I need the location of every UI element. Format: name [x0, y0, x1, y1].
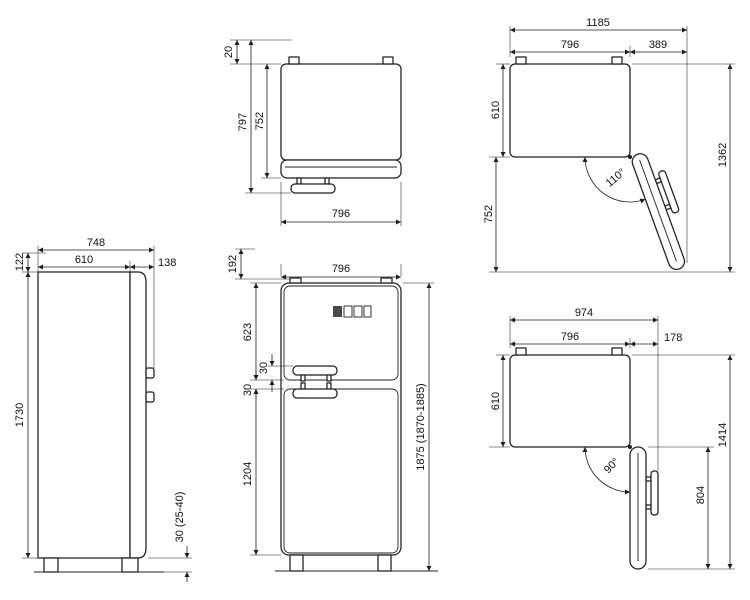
open110-hinge-right [611, 56, 623, 65]
front-view-hinge-cap-left [289, 277, 302, 284]
front-view-freezer-door [283, 285, 399, 381]
dim-90-angle: 90° [602, 456, 622, 476]
dim-side-height-body: 1730 [14, 403, 26, 427]
dim-top-depth-body: 752 [254, 112, 266, 130]
front-view-foot-right [377, 554, 392, 572]
front-view-hinge-cap-right [380, 277, 393, 284]
front-view-handle-stub [300, 374, 306, 382]
side-view-rear-foot [43, 557, 59, 573]
top-view-body [280, 63, 402, 161]
top-view-handle-stub [296, 177, 302, 185]
open110-door-handle [658, 170, 680, 214]
dim-110-depth-body: 610 [490, 101, 502, 119]
top-view-door [280, 159, 402, 179]
open110-hinge-pivot [628, 155, 632, 159]
top-view-hinge-left [288, 56, 300, 65]
side-view-handle-lower [145, 391, 155, 403]
front-view-foot-left [289, 554, 304, 572]
dim-90-depth-body: 610 [490, 392, 502, 410]
dim-side-depth-total: 748 [87, 237, 105, 249]
open90-hinge-pivot [628, 445, 632, 449]
dim-90-width-door-swing: 178 [664, 332, 682, 344]
open110-door [631, 153, 686, 271]
front-view-body [280, 282, 402, 556]
dim-90-width-body: 796 [561, 331, 579, 343]
front-view-freezer-handle [292, 365, 338, 376]
open90-door-handle [650, 470, 659, 516]
dim-top-depth-total: 797 [237, 113, 249, 131]
dim-110-door-projection: 752 [483, 205, 495, 223]
dim-side-depth-body: 610 [75, 254, 93, 266]
dim-top-rear-clearance: 20 [223, 46, 235, 58]
open110-swing-arc [582, 156, 646, 204]
top-view-handle-stub [324, 177, 330, 185]
open90-handle-stub [645, 504, 652, 510]
front-view-dimension-lines [235, 248, 434, 571]
open90-body [509, 354, 631, 448]
top-view-dimension-lines [230, 39, 402, 226]
open90-dimension-lines [489, 316, 735, 570]
side-view-dimension-lines [22, 246, 192, 582]
dim-front-fridge-door: 1204 [242, 462, 254, 486]
dim-90-door-projection: 804 [695, 486, 707, 504]
dim-110-depth-total: 1362 [717, 143, 729, 167]
front-view-fridge-door [283, 388, 399, 554]
side-view-door [129, 271, 147, 559]
open90-hinge-right [611, 347, 623, 356]
dim-front-offset-top: 192 [227, 255, 239, 273]
dim-front-gap-b: 30 [242, 384, 254, 396]
dim-110-angle: 110° [604, 166, 629, 189]
brand-logo [333, 305, 372, 318]
open110-dimension-lines [489, 26, 735, 273]
top-view-hinge-right [382, 56, 394, 65]
dim-front-gap-a: 30 [258, 362, 270, 374]
open90-door [629, 446, 659, 570]
dim-front-width: 796 [332, 263, 350, 275]
dim-90-depth-total: 1414 [717, 423, 729, 447]
front-view-fridge-handle [292, 388, 338, 399]
front-view: 192 796 623 30 30 1204 1875 (1870-1885) [227, 248, 438, 572]
top-view: 20 797 752 796 [223, 39, 402, 226]
side-view-body [37, 271, 131, 559]
front-view-handle-stub [300, 382, 306, 390]
open90-handle-stub [645, 476, 652, 482]
dim-front-freezer-door: 623 [242, 323, 254, 341]
open110-hinge-left [515, 56, 527, 65]
side-view-front-foot [121, 557, 139, 573]
dim-front-height-total: 1875 (1870-1885) [415, 383, 427, 470]
open110-body [509, 63, 631, 158]
door-open-90-view: 974 796 178 610 90° 1414 804 [489, 307, 735, 570]
front-view-handle-stub [326, 382, 332, 390]
dim-side-clearance-top: 122 [14, 253, 26, 271]
top-view-handle [290, 183, 336, 194]
dim-side-depth-door-handle: 138 [158, 257, 176, 269]
open110-door-line [639, 159, 677, 262]
door-open-110-view: 1185 796 389 610 752 1362 110° [483, 17, 735, 273]
dim-top-width: 796 [332, 208, 350, 220]
open90-hinge-left [515, 347, 527, 356]
dim-110-width-total: 1185 [586, 17, 610, 29]
open90-swing-arc [582, 446, 631, 495]
dim-110-width-body: 796 [561, 39, 579, 51]
dim-side-feet: 30 (25-40) [174, 492, 186, 543]
dim-110-width-door-swing: 389 [649, 39, 667, 51]
side-view: 748 610 138 122 1730 30 (25-40) [14, 237, 192, 582]
front-view-handle-stub [326, 374, 332, 382]
dim-90-width-total: 974 [575, 307, 593, 319]
side-view-handle-upper [145, 367, 155, 379]
